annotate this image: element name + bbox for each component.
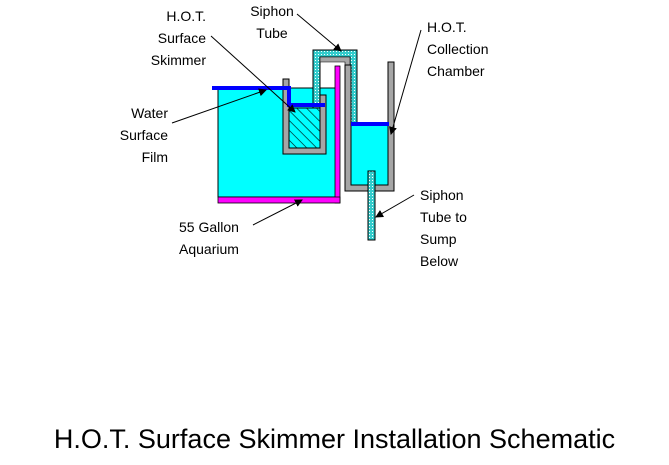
- leader-skimmer: [210, 35, 296, 113]
- label-water-film: Water Surface Film: [100, 102, 168, 168]
- aquarium-wall-bottom: [217, 196, 341, 204]
- leader-siphon-tube: [296, 13, 342, 52]
- label-water-line3: Film: [141, 149, 168, 165]
- collection-chamber-wall: [344, 61, 395, 192]
- label-siphon-tube: Siphon Tube: [236, 0, 308, 44]
- label-skimmer-line1: H.O.T.: [166, 8, 206, 24]
- label-sump-line4: Below: [420, 253, 459, 269]
- label-siphon-line2: Tube: [256, 25, 288, 41]
- label-collection-line3: Chamber: [427, 63, 485, 79]
- label-water-line1: Water: [131, 105, 168, 121]
- label-collection-line1: H.O.T.: [427, 19, 467, 35]
- label-sump-line2: Tube to: [420, 209, 467, 225]
- label-sump-line3: Sump: [420, 231, 457, 247]
- leader-aquarium: [252, 199, 303, 226]
- label-skimmer: H.O.T. Surface Skimmer: [130, 5, 206, 71]
- leader-water-film: [171, 88, 267, 124]
- leader-sump: [375, 194, 415, 218]
- aquarium-wall-right: [334, 65, 341, 204]
- water-surface-line: [212, 86, 325, 107]
- label-aquarium-line2: Aquarium: [179, 241, 239, 257]
- label-collection-line2: Collection: [427, 41, 489, 57]
- label-collection-chamber: H.O.T. Collection Chamber: [427, 16, 517, 82]
- label-water-line2: Surface: [119, 127, 168, 143]
- label-siphon-sump: Siphon Tube to Sump Below: [420, 184, 500, 272]
- sump-siphon-tube: [367, 170, 376, 241]
- label-siphon-line1: Siphon: [250, 3, 294, 19]
- label-aquarium: 55 Gallon Aquarium: [179, 216, 269, 260]
- page-title: H.O.T. Surface Skimmer Installation Sche…: [53, 424, 616, 454]
- label-aquarium-line1: 55 Gallon: [179, 219, 239, 235]
- label-sump-line1: Siphon: [420, 187, 464, 203]
- label-skimmer-line3: Skimmer: [150, 52, 206, 68]
- skimmer-media: [288, 107, 321, 149]
- leader-collection: [389, 29, 422, 135]
- label-skimmer-line2: Surface: [157, 30, 206, 46]
